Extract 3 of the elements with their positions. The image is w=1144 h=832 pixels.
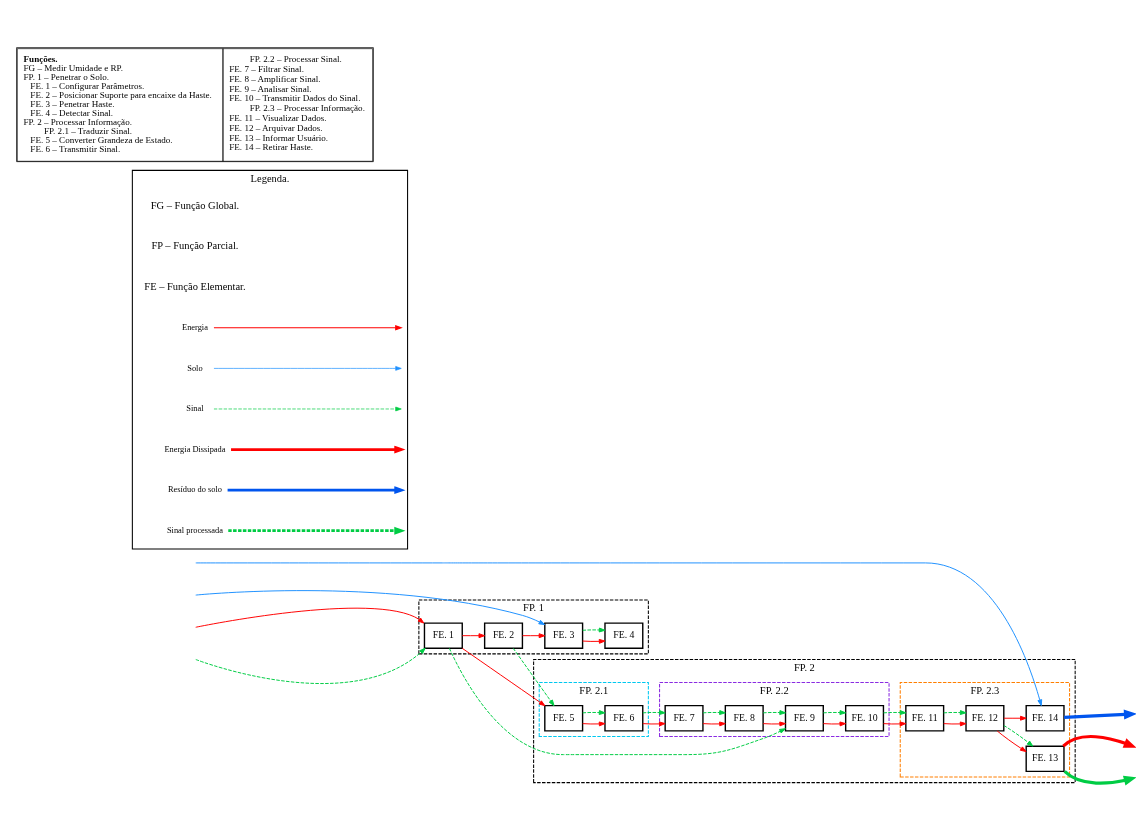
label: FG – Função Global. bbox=[150, 199, 240, 211]
label: FP – Função Parcial. bbox=[151, 239, 239, 251]
label: FE – Função Elementar. bbox=[144, 280, 246, 292]
